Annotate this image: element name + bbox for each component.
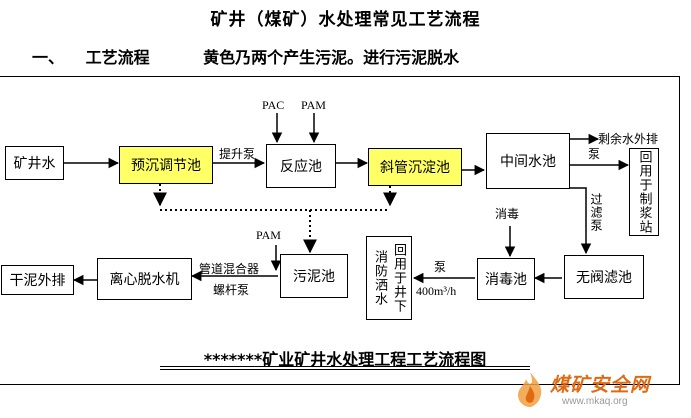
node-valveless-filter: 无阀滤池: [564, 255, 644, 299]
label-surplus-out: 剩余水外排: [598, 132, 659, 146]
node-inclined-tube-settler: 斜管沉淀池: [368, 148, 462, 186]
label-lift-pump: 提升泵: [219, 147, 256, 161]
node-reuse-underground-label: 回用于井下: [391, 243, 406, 313]
node-middle-pool: 中间水池: [486, 133, 570, 189]
label-pump-right: 泵: [588, 147, 601, 161]
flame-logo-icon: [518, 372, 542, 407]
node-dry-sludge-out: 干泥外排: [1, 265, 74, 295]
section-note: 黄色乃两个产生污泥。进行污泥脱水: [203, 48, 460, 67]
node-reuse-coal-slurry-label: 回用于制浆站: [636, 150, 652, 234]
node-reuse-coal-slurry: 回用于制浆站: [629, 148, 659, 236]
node-centrifuge: 离心脱水机: [97, 258, 192, 300]
label-filter-pump: 过滤泵: [589, 193, 603, 232]
arrow-middle-to-filter: [570, 187, 592, 255]
label-disinfectant: 消毒: [495, 207, 520, 221]
label-pipe-mixer: 管道混合器: [199, 262, 260, 276]
node-reaction-pool: 反应池: [266, 144, 336, 188]
label-pam-top: PAM: [301, 98, 326, 112]
node-fire-reuse-group: 消防洒水 回用于井下: [366, 236, 412, 320]
node-fire-sprinkler-label: 消防洒水: [372, 250, 387, 306]
diagram-frame: [0, 76, 680, 385]
page-title: 矿井（煤矿）水处理常见工艺流程: [210, 10, 481, 30]
node-disinfection-pool: 消毒池: [477, 258, 535, 300]
caption-underline: [160, 366, 530, 367]
node-mine-water: 矿井水: [5, 146, 64, 180]
node-sludge-pool: 污泥池: [280, 254, 348, 298]
section-heading: 一、 工艺流程 黄色乃两个产生污泥。进行污泥脱水: [32, 44, 459, 68]
caption-underline-2: [160, 369, 530, 370]
watermark-url: www.mkaq.org: [562, 396, 628, 407]
label-pac: PAC: [262, 98, 285, 112]
label-pump-bottom: 泵: [434, 260, 447, 274]
label-screw-pump: 螺杆泵: [213, 283, 250, 297]
watermark: 煤矿安全网 www.mkaq.org: [510, 368, 688, 414]
label-pam-sludge: PAM: [256, 228, 281, 242]
diagram-caption: *******矿业矿井水处理工程工艺流程图: [203, 350, 487, 369]
section-heading-text: 工艺流程: [85, 48, 150, 67]
node-pre-settling-pool: 预沉调节池: [119, 146, 213, 184]
label-flow-rate: 400m³/h: [416, 284, 457, 298]
watermark-brand: 煤矿安全网: [550, 374, 651, 396]
label-filter-pump-text: 过滤泵: [589, 193, 603, 232]
section-number: 一、: [32, 48, 65, 67]
